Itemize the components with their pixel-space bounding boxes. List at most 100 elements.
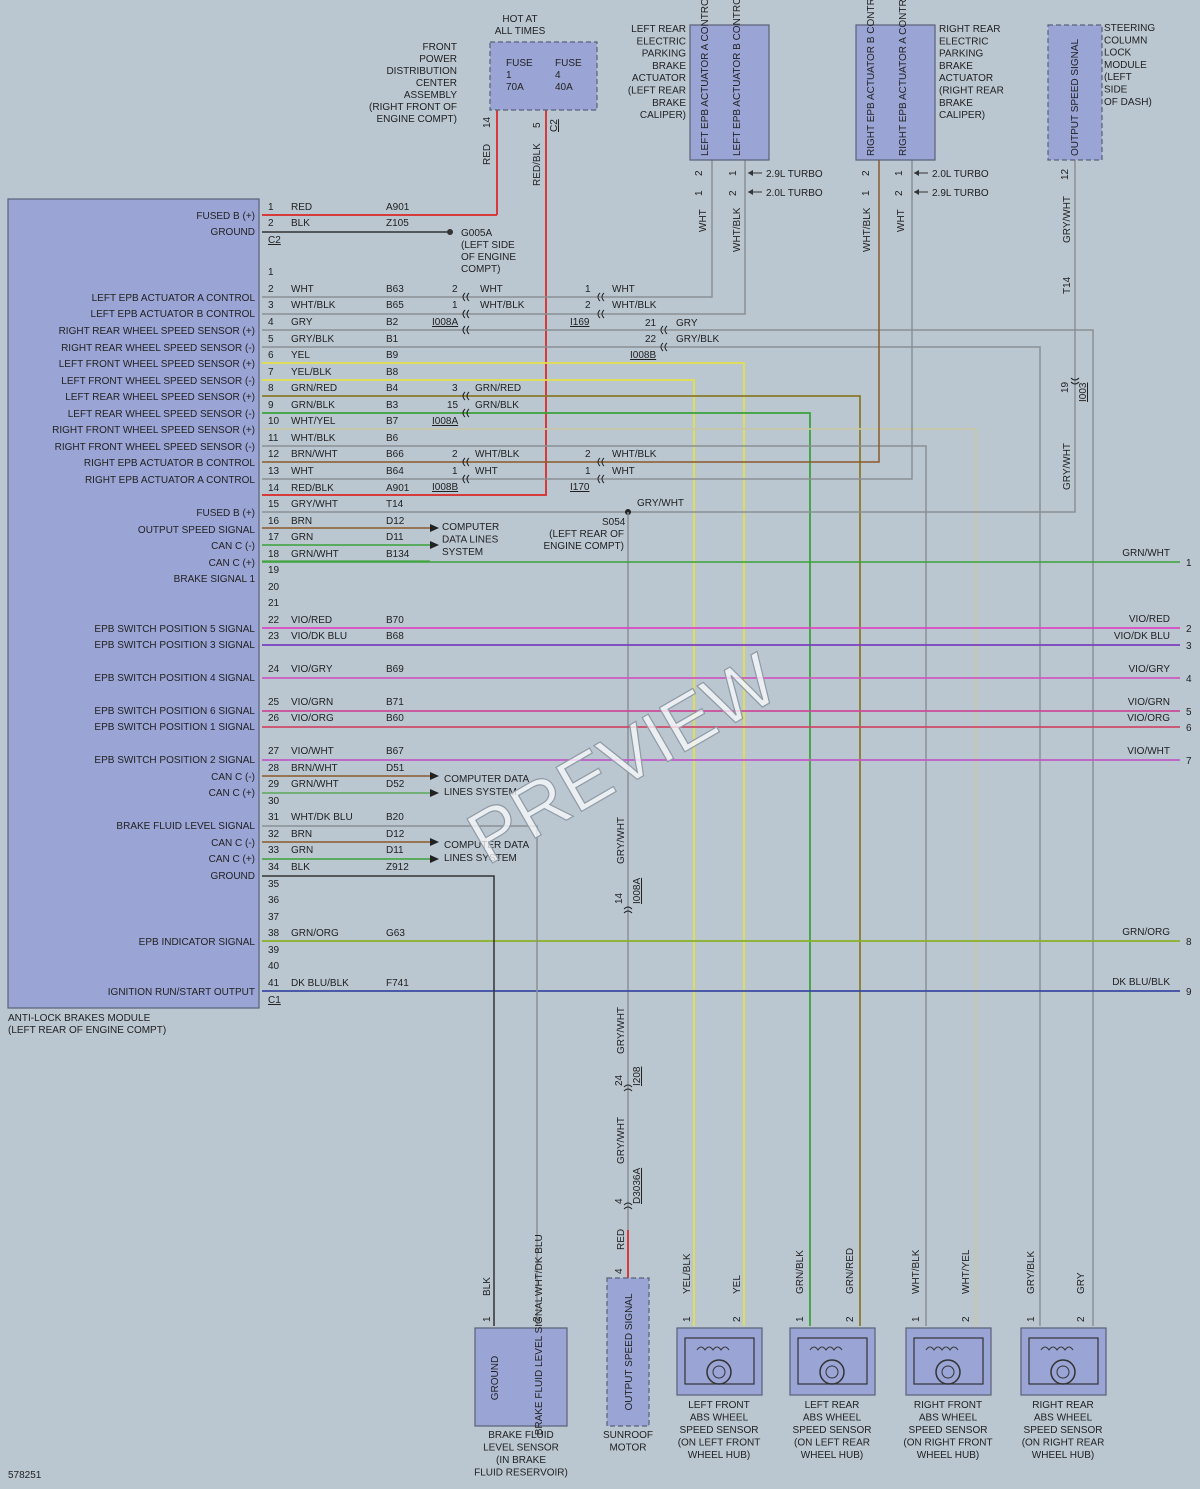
pin-function-label: EPB SWITCH POSITION 6 SIGNAL	[94, 706, 255, 717]
pin-function-label: FUSED B (+)	[196, 211, 255, 222]
sensor-wire: YEL	[732, 1275, 743, 1294]
wire-color-label: DK BLU/BLK	[291, 978, 349, 989]
circuit-id: B6	[386, 433, 399, 444]
act-pin: 2	[861, 170, 872, 176]
wire-color-label: VIO/ORG	[291, 713, 334, 724]
sensor-label: (ON LEFT FRONT	[678, 1438, 761, 1449]
splice-wire: GRY/WHT	[637, 498, 684, 509]
right-actuator-label: BRAKE	[939, 61, 973, 72]
pin-number: 26	[268, 713, 280, 724]
wire-color-label: WHT/BLK	[291, 300, 336, 311]
boxes-layer	[7, 24, 1107, 1427]
component-wire: WHT/DK BLU	[534, 1234, 545, 1296]
pin-number: 40	[268, 961, 280, 972]
right-actuator-label: RIGHT REAR	[939, 24, 1001, 35]
wires-layer	[262, 42, 1180, 1326]
component-pin-no: 2	[532, 1316, 543, 1322]
connector-mark	[462, 408, 470, 418]
circuit-id: B70	[386, 615, 404, 626]
fuse-rating: 40A	[555, 82, 573, 93]
inline-pin: 2	[585, 449, 591, 460]
exit-number: 8	[1186, 937, 1192, 948]
pin-function-label: CAN C (+)	[209, 558, 255, 569]
sensor-pin: 2	[1076, 1316, 1087, 1322]
circuit-id: B64	[386, 466, 404, 477]
connector-mark	[623, 1202, 633, 1210]
sensor-tone-wheel-icon	[1050, 1359, 1076, 1385]
fuse-rating: 4	[555, 70, 561, 81]
wire-color-label: WHT/YEL	[291, 416, 336, 427]
right-actuator-pin: RIGHT EPB ACTUATOR A CONTROL	[898, 0, 909, 156]
wire-color-label: VIO/GRY	[291, 664, 333, 675]
exit-number: 6	[1186, 723, 1192, 734]
steering-lock-label: MODULE	[1104, 60, 1147, 71]
steering-lock-label: STEERING	[1104, 23, 1155, 34]
inline-conn: I170	[570, 482, 590, 493]
circuit-id: G63	[386, 928, 405, 939]
pin-number: 10	[268, 416, 280, 427]
wire-brake-fluid-signal	[262, 825, 538, 1326]
pin-function-label: RIGHT EPB ACTUATOR B CONTROL	[84, 458, 256, 469]
sensor-label: RIGHT FRONT	[914, 1400, 982, 1411]
component-label: SUNROOF	[603, 1430, 653, 1441]
circuit-id: D11	[386, 845, 404, 856]
left-actuator-label: BRAKE	[652, 98, 686, 109]
pin-function-label: LEFT FRONT WHEEL SPEED SENSOR (+)	[59, 359, 255, 370]
sensor-pin: 2	[845, 1316, 856, 1322]
pin-number: 1	[268, 267, 274, 278]
sensor-label: LEFT REAR	[805, 1400, 860, 1411]
component-wire: BLK	[482, 1277, 493, 1296]
act-pin: 1	[861, 190, 872, 196]
wire-color-label: BRN/WHT	[291, 449, 338, 460]
wire-color-label: GRN/ORG	[291, 928, 339, 939]
right-actuator-label: ELECTRIC	[939, 36, 988, 47]
inline-pin: 2	[452, 284, 458, 295]
fuse-pin: 5	[532, 122, 543, 128]
wire-right-epb-a	[262, 160, 913, 480]
pin-function-label: IGNITION RUN/START OUTPUT	[108, 987, 255, 998]
pin-function-label: CAN C (-)	[211, 541, 255, 552]
circuit-id: D51	[386, 763, 405, 774]
inline-color: WHT/BLK	[475, 449, 520, 460]
connector-mark	[462, 325, 470, 335]
vert-pin: 24	[614, 1074, 625, 1086]
circuit-id: B8	[386, 367, 399, 378]
pin-number: 21	[268, 598, 280, 609]
wire-lf-plus	[262, 362, 745, 1326]
circuit-id: B1	[386, 334, 399, 345]
vert-conn: D3036A	[632, 1168, 643, 1204]
exit-wire-color: VIO/RED	[1129, 614, 1170, 625]
wire-color-label: GRY/WHT	[291, 499, 338, 510]
sensor-wire: YEL/BLK	[682, 1253, 693, 1294]
component-label: MOTOR	[609, 1443, 646, 1454]
wire-color-label: VIO/DK BLU	[291, 631, 347, 642]
fuse-box-label: (RIGHT FRONT OF	[369, 102, 457, 113]
pin-function-label: LEFT FRONT WHEEL SPEED SENSOR (-)	[61, 376, 255, 387]
right-actuator-label: PARKING	[939, 49, 983, 60]
steering-wire: GRY/WHT	[1062, 443, 1073, 490]
turbo-label: 2.0L TURBO	[932, 169, 989, 180]
pin-number: 31	[268, 812, 280, 823]
fuse-rating: FUSE	[555, 58, 582, 69]
sensor-hub-icon	[825, 1365, 839, 1379]
pin-number: 41	[268, 978, 280, 989]
inline-color: WHT	[480, 284, 503, 295]
pin-number: 16	[268, 516, 280, 527]
act-pin: 1	[728, 170, 739, 176]
inline-pin: 21	[645, 318, 657, 329]
wire-rf-minus	[262, 445, 927, 1326]
pin-number: 12	[268, 449, 280, 460]
pin-number: 32	[268, 829, 280, 840]
fuse-header: HOT AT	[502, 14, 537, 25]
circuit-id: B71	[386, 697, 404, 708]
can-label-upper: COMPUTER	[442, 522, 499, 533]
pin-function-label: CAN C (-)	[211, 838, 255, 849]
pin-number: 14	[268, 483, 280, 494]
steering-lock-box	[1047, 24, 1103, 161]
circuit-id: B63	[386, 284, 404, 295]
exit-number: 9	[1186, 987, 1192, 998]
circuit-id: D52	[386, 779, 405, 790]
can-arrow	[430, 855, 439, 863]
circuit-id: B4	[386, 383, 399, 394]
